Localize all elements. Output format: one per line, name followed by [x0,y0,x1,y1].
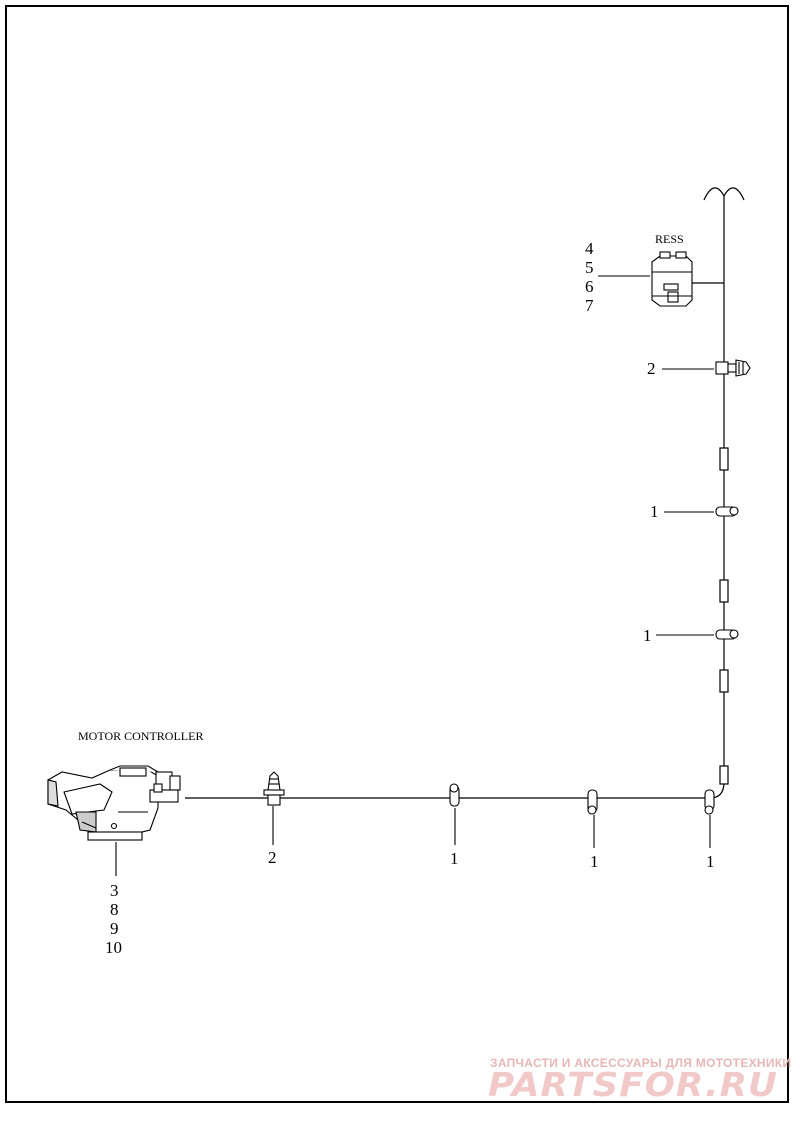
wire-clip-horizontal-1 [449,783,460,807]
callout-clip-horiz-1: 1 [450,849,459,868]
callout-clip-vert-1: 1 [650,502,659,521]
ress-connector [651,251,693,307]
watermark-tagline: ЗАПЧАСТИ И АКСЕССУАРЫ ДЛЯ МОТОТЕХНИКИ [490,1056,791,1070]
callout-ress-item: 6 [585,277,594,296]
callout-clip-lower: 2 [268,848,277,867]
motor-controller-label: MOTOR CONTROLLER [78,729,203,743]
diagram-frame [5,5,789,1103]
conduit-segment [719,579,729,603]
motor-controller [47,765,181,841]
push-pin-clip-lower [263,771,285,806]
wire-clip-corner [704,789,715,815]
wire-clip-vertical-2 [715,629,739,640]
ress-label: RESS [655,232,684,246]
callout-ress-item: 7 [585,296,594,315]
callout-ress-item: 5 [585,258,594,277]
conduit-segment [719,447,729,471]
callout-motor-item: 9 [110,919,119,938]
wire-clip-horizontal-2 [587,789,598,815]
conduit-segment [719,765,729,785]
callout-clip-vert-2: 1 [643,626,652,645]
watermark-brand: PARTSFOR.RU [488,1065,778,1104]
callout-motor-item: 10 [105,938,122,957]
push-pin-clip-upper [715,359,751,377]
callout-clip-upper: 2 [647,359,656,378]
callout-motor-item: 3 [110,881,119,900]
callout-clip-corner: 1 [706,852,715,871]
callout-clip-horiz-2: 1 [590,852,599,871]
conduit-segment [719,669,729,693]
callout-motor-item: 8 [110,900,119,919]
callout-ress-item: 4 [585,239,594,258]
wire-clip-vertical-1 [715,506,739,517]
